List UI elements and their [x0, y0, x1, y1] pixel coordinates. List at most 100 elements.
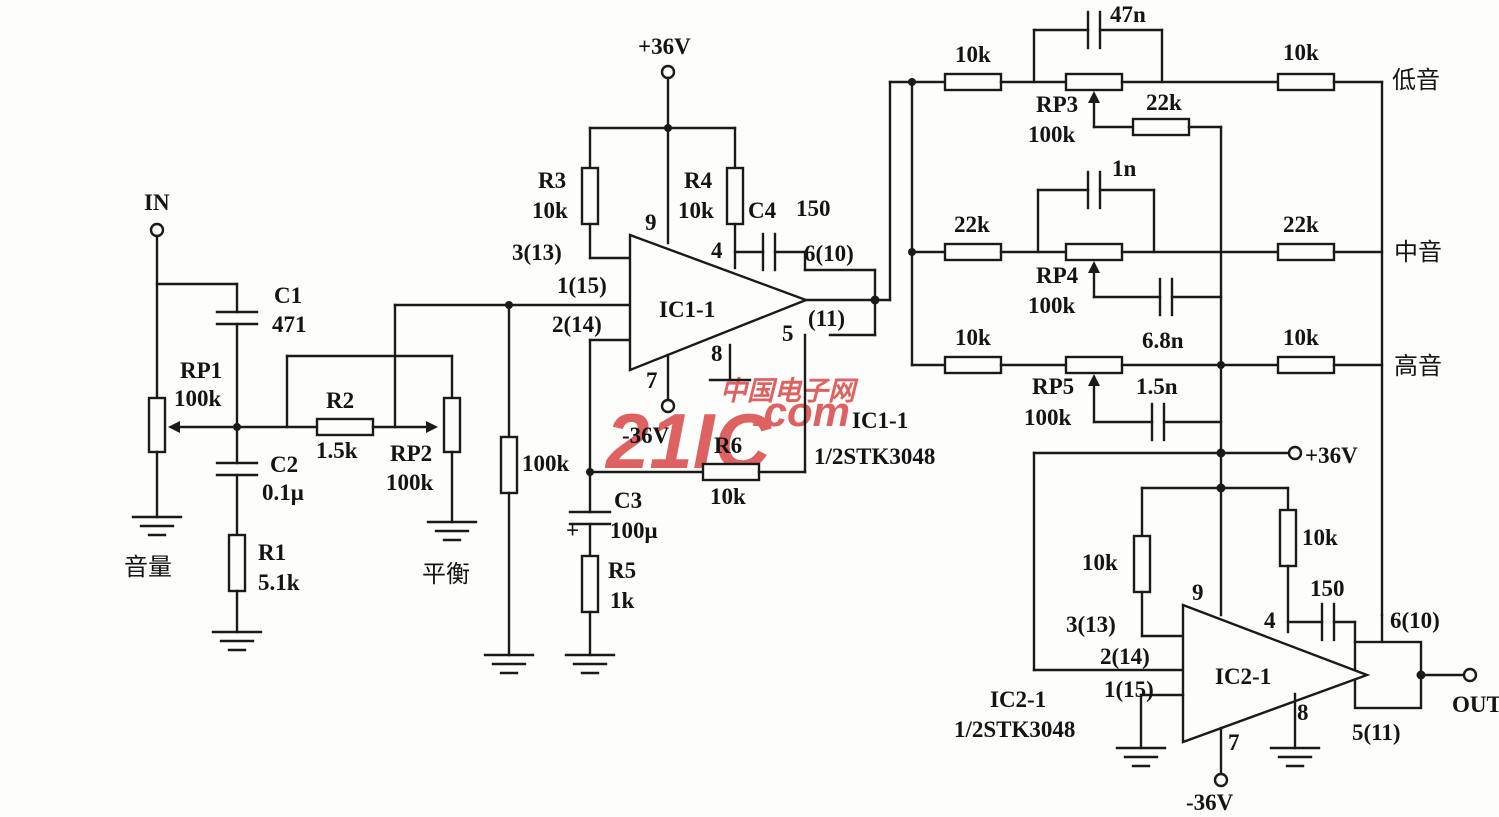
label-rp1-func: 音量 — [124, 553, 172, 581]
label-c1-val: 471 — [272, 312, 307, 337]
label-mid-c2: 6.8n — [1142, 328, 1184, 353]
label-ic2-p3: 3(13) — [1066, 612, 1116, 637]
label-ic2-p4: 4 — [1264, 608, 1276, 633]
label-ic1-p6: 6(10) — [804, 241, 854, 266]
label-r2-val: 1.5k — [316, 438, 358, 463]
ground-r1 — [211, 630, 263, 652]
label-ic1-caption1: IC1-1 — [852, 408, 908, 433]
ground-r5 — [564, 653, 616, 675]
label-in: IN — [144, 190, 170, 215]
label-c2-val: 0.1μ — [262, 480, 304, 505]
label-ic1-caption2: 1/2STK3048 — [814, 444, 935, 469]
rp4-potentiometer — [1064, 242, 1124, 262]
junction-tone-top — [908, 78, 916, 86]
label-r4-name: R4 — [684, 168, 713, 193]
junction-out — [1416, 670, 1426, 680]
ground-rp2 — [426, 520, 478, 542]
label-ic1-name: IC1-1 — [659, 297, 715, 322]
r5-resistor — [580, 554, 600, 614]
label-ic2-p7: 7 — [1228, 730, 1240, 755]
label-r5-val: 1k — [610, 588, 635, 613]
tre-r1 — [943, 355, 1003, 375]
r6-resistor — [701, 462, 761, 482]
label-tre-func: 高音 — [1394, 352, 1442, 380]
label-tre-c: 1.5n — [1136, 374, 1178, 399]
rp3-wiper-arrow — [1088, 91, 1100, 103]
label-c3-name: C3 — [614, 488, 642, 513]
label-c4-val: 150 — [796, 196, 831, 221]
rp1-potentiometer — [147, 396, 167, 454]
rp2-wiper-arrow — [426, 421, 438, 433]
label-r3-val: 10k — [532, 198, 568, 223]
ic1-vplus-terminal — [660, 64, 676, 80]
mid-r1 — [943, 242, 1003, 262]
label-ic1-p3: 3(13) — [512, 240, 562, 265]
label-ic1-vminus: -36V — [622, 423, 670, 448]
label-ic1-p1: 1(15) — [557, 273, 607, 298]
output-terminal — [1462, 667, 1478, 683]
rp4-wiper-arrow — [1088, 261, 1100, 273]
ground-bias — [483, 653, 535, 675]
label-rp2-func: 平衡 — [422, 560, 470, 588]
junction-center-tre — [1217, 361, 1225, 369]
bass-r1 — [943, 72, 1003, 92]
rp5-wiper-arrow — [1088, 374, 1100, 386]
ic2-vminus-terminal — [1213, 772, 1229, 788]
ic1-vminus-terminal — [660, 398, 676, 414]
label-c4-name: C4 — [748, 198, 777, 223]
label-r2-name: R2 — [326, 388, 354, 413]
label-mid-r1: 22k — [954, 212, 990, 237]
bass-r2 — [1276, 72, 1336, 92]
label-ic2-r-right: 10k — [1302, 525, 1338, 550]
label-mid-c: 1n — [1112, 156, 1137, 181]
label-ic2-p6: 6(10) — [1390, 608, 1440, 633]
ic2-opamp — [1181, 603, 1371, 744]
label-ic2-c: 150 — [1310, 576, 1345, 601]
label-c3-plus: + — [566, 518, 579, 543]
label-ic2-name: IC2-1 — [1215, 664, 1271, 689]
ic1-opamp — [628, 233, 810, 372]
label-tre-r2: 10k — [1283, 325, 1319, 350]
input-terminal — [149, 222, 165, 238]
label-rp5-name: RP5 — [1032, 374, 1074, 399]
label-c2-name: C2 — [270, 452, 298, 477]
label-ic2-p9: 9 — [1192, 580, 1204, 605]
label-ic2-caption1: IC2-1 — [990, 687, 1046, 712]
label-out: OUT — [1452, 692, 1499, 717]
label-r1-val: 5.1k — [258, 570, 300, 595]
label-rp2-val: 100k — [386, 470, 434, 495]
label-ic2-p1: 1(15) — [1104, 677, 1154, 702]
label-ic2-p5: 5(11) — [1352, 720, 1401, 745]
label-r5-name: R5 — [608, 558, 636, 583]
bass-fb-resistor — [1131, 117, 1191, 137]
label-rp3-name: RP3 — [1036, 92, 1078, 117]
rp5-potentiometer — [1064, 355, 1124, 375]
label-bass-fb: 22k — [1146, 90, 1182, 115]
label-rp2-name: RP2 — [390, 441, 432, 466]
junction-r6 — [586, 468, 594, 476]
label-rp3-val: 100k — [1028, 122, 1076, 147]
label-ic2-p2: 2(14) — [1100, 644, 1150, 669]
label-ic1-p2: 2(14) — [552, 312, 602, 337]
label-r4-val: 10k — [678, 198, 714, 223]
tre-r2 — [1276, 355, 1336, 375]
ground-ic2-pin1 — [1115, 746, 1167, 768]
label-ic2-p8: 8 — [1297, 700, 1309, 725]
ic2-right-resistor — [1278, 508, 1298, 568]
ground-ic2-pin8 — [1269, 746, 1321, 768]
r1-resistor — [227, 533, 247, 593]
label-bass-r2: 10k — [1283, 40, 1319, 65]
label-r6-name: R6 — [714, 433, 742, 458]
label-bass-r1: 10k — [955, 42, 991, 67]
label-ic2-caption2: 1/2STK3048 — [954, 717, 1075, 742]
ic2-vplus-terminal — [1287, 445, 1303, 461]
label-c3-val: 100μ — [610, 518, 658, 543]
label-r1-name: R1 — [258, 540, 286, 565]
label-ic1-p5b: (11) — [808, 306, 845, 331]
r3-resistor — [580, 166, 600, 226]
rp1-wiper-arrow — [168, 421, 180, 433]
label-rp1-val: 100k — [174, 386, 222, 411]
label-rp1-name: RP1 — [180, 358, 222, 383]
r2-resistor — [315, 417, 375, 437]
